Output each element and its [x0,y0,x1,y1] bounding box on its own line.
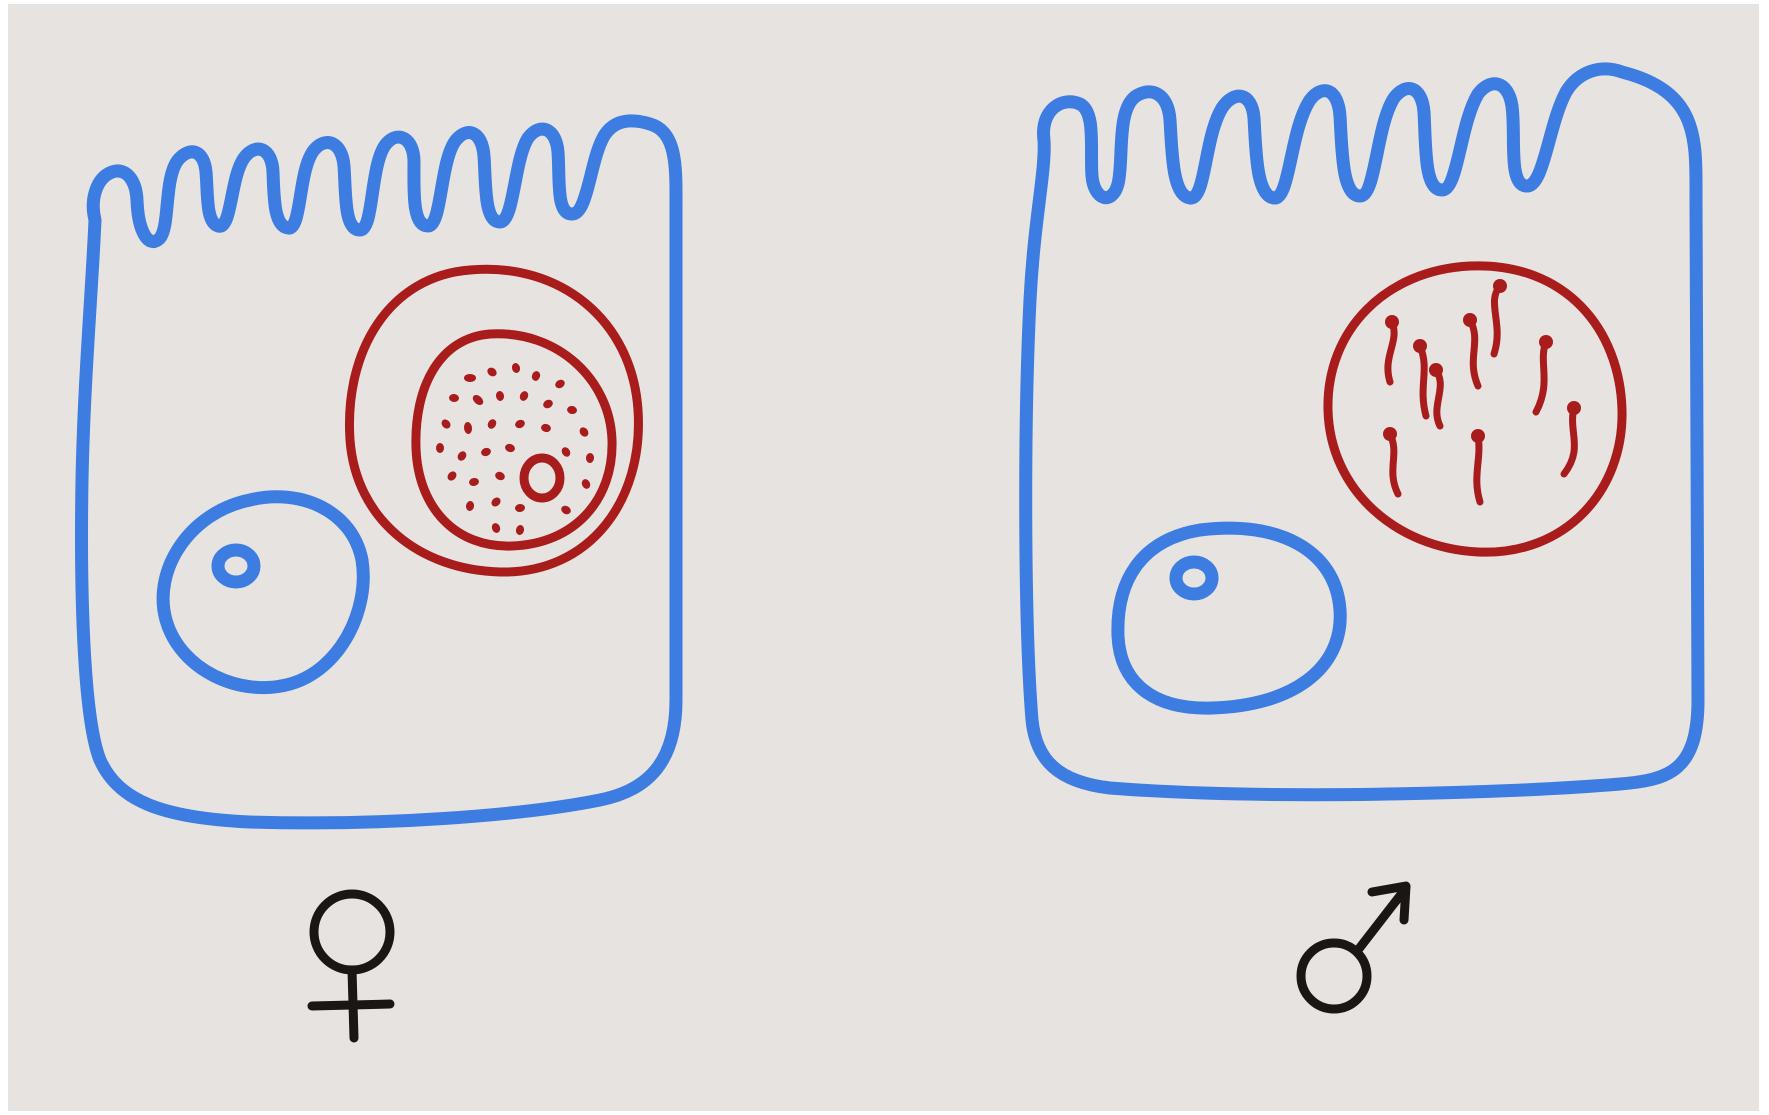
chromatin-dot [495,390,505,401]
chromatin-dot [440,418,453,431]
sperm-tail [1564,408,1574,474]
chromatin-dot [463,422,472,435]
chromatin-dot [486,366,499,378]
sperm-tail [1390,434,1398,494]
chromatin-dot [468,477,479,487]
left-cell-panel [82,121,677,1038]
sperm-tail [1494,286,1500,354]
left-blue-nucleolus [218,550,254,582]
chromatin-dot [471,393,485,407]
chromatin-dot [514,418,526,429]
chromatin-dot [542,398,555,410]
male-symbol-arrow [1358,886,1406,950]
chromatin-dot [560,446,572,459]
right-blue-nucleus [1118,528,1340,708]
left-blue-nucleus [163,497,363,688]
chromatin-dot [464,374,476,382]
chromatin-dot [504,443,516,454]
chromatin-dot [480,447,492,458]
chromatin-dot [490,522,501,534]
left-chromatin-dots [436,362,594,536]
female-symbol-circle [314,894,390,970]
sperm-tail [1388,322,1394,382]
chromatin-dot [530,370,541,382]
sperm-tail [1436,370,1440,426]
chromatin-dot [465,500,474,511]
right-cell-membrane [1026,69,1698,795]
chromatin-dot [518,390,530,402]
right-cell-panel [1026,69,1698,1009]
chromatin-dot [580,478,592,491]
chromatin-dot [566,405,577,415]
right-blue-nucleolus [1176,562,1212,594]
chromatin-dot [456,450,468,463]
female-symbol [312,894,390,1038]
chromatin-dot [515,503,526,512]
chromatin-dot [436,443,444,453]
chromatin-dot [586,453,595,464]
chromatin-dot [449,394,460,403]
chromatin-dot [511,362,521,374]
chromatin-dot [494,470,506,481]
chromatin-dot [446,470,459,483]
sperm-tail [1420,346,1426,416]
chromatin-dot [578,426,590,439]
sperm-tail [1477,436,1480,502]
sperm-tail [1536,342,1546,412]
sperm-tail [1470,320,1478,386]
chromatin-dot [554,378,567,390]
right-sperm-shaped-bodies [1383,279,1581,502]
chromatin-dot [540,423,552,433]
male-symbol [1301,886,1406,1009]
chromatin-dot [560,504,573,516]
chromatin-dot [486,418,498,431]
left-red-nucleolus [524,458,560,498]
left-cell-membrane [82,121,677,823]
chromatin-dot [490,496,503,509]
female-symbol-cross [312,970,390,1038]
chromatin-dot [515,524,525,536]
